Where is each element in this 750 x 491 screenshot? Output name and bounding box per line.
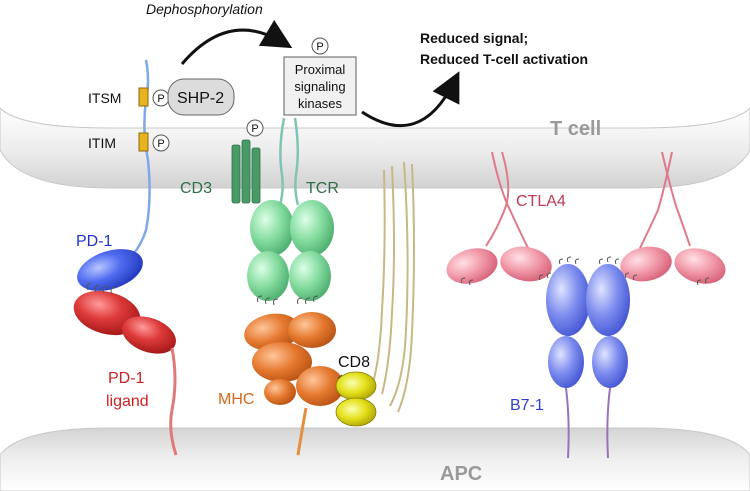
tcr-label: TCR: [306, 180, 339, 197]
cd8-label: CD8: [338, 354, 370, 371]
itsm-box: [138, 87, 149, 107]
tcr-receptor: [247, 117, 334, 306]
kinases-label-3: kinases: [298, 96, 343, 111]
t-cell-label: T cell: [550, 118, 601, 140]
itsm-label: ITSM: [88, 90, 121, 106]
itim-label: ITIM: [88, 135, 116, 151]
kinase-p-label: P: [316, 41, 323, 53]
cd8-coreceptor: [371, 161, 415, 413]
cd8-alpha: [335, 371, 377, 401]
ctla4-domain-1: [446, 248, 498, 284]
b71-domain-1: [546, 264, 590, 336]
mhc-label: MHC: [218, 391, 254, 408]
cd3-complex: [231, 139, 261, 204]
shp2-label: SHP-2: [177, 90, 224, 107]
dephosphorylation-label: Dephosphorylation: [146, 1, 263, 17]
apc-label: APC: [440, 463, 482, 485]
cd3-p-label: P: [251, 123, 258, 135]
cd8-domains: [335, 371, 377, 427]
b71-domain-3: [548, 336, 584, 388]
reduced-signal-arrow: [361, 71, 460, 128]
proximal-kinases-box: Proximal signaling kinases: [283, 56, 357, 116]
tcr-alpha-upper: [250, 200, 294, 256]
outcome-label-2: Reduced T-cell activation: [420, 51, 588, 67]
itim-p-label: P: [157, 138, 164, 150]
b71-domain-2: [586, 264, 630, 336]
cd3-label: CD3: [180, 180, 212, 197]
apc-membrane: [0, 427, 750, 491]
pd1-ligand-domain-2: [122, 316, 176, 354]
pd1-ig-domain: [77, 249, 143, 291]
ctla4-label: CTLA4: [516, 193, 566, 210]
mhc-molecule: [244, 312, 347, 456]
kinases-label-1: Proximal: [295, 62, 346, 77]
pd1-ligand-label-2: ligand: [106, 393, 149, 410]
itsm-phospho: P: [152, 89, 170, 107]
itsm-p-label: P: [157, 93, 164, 105]
itim-box: [138, 132, 149, 152]
kinase-phospho: P: [311, 37, 329, 55]
pd1-receptor: [77, 59, 151, 291]
outcome-label-1: Reduced signal;: [420, 30, 528, 46]
b71-domain-4: [592, 336, 628, 388]
kinases-label-2: signaling: [294, 79, 345, 94]
cd3-phospho: P: [246, 119, 264, 137]
b71-label: B7-1: [510, 397, 544, 414]
shp2-phosphatase: SHP-2: [167, 78, 235, 116]
mhc-peptide-groove-2: [288, 312, 336, 348]
tcr-alpha-lower: [247, 251, 289, 301]
tcr-beta-lower: [289, 251, 331, 301]
ctla4-receptor: [446, 151, 726, 286]
pd1-label: PD-1: [76, 233, 113, 250]
mhc-alpha-domain: [252, 342, 312, 382]
ctla4-domain-3: [620, 246, 672, 282]
ctla4-domain-4: [674, 248, 726, 284]
tcr-beta-upper: [290, 200, 334, 256]
pd1-ligand-label-1: PD-1: [108, 370, 145, 387]
itim-phospho: P: [152, 134, 170, 152]
b71-ligand: [546, 256, 630, 459]
pd1-ligand: [73, 282, 178, 456]
mhc-peptide-groove-1: [244, 313, 300, 351]
mhc-beta2m: [264, 379, 296, 405]
mhc-alpha3-domain: [296, 366, 344, 406]
dephosphorylation-arrow: [180, 19, 293, 65]
cd8-beta: [335, 397, 377, 427]
ctla4-domain-2: [500, 246, 552, 282]
